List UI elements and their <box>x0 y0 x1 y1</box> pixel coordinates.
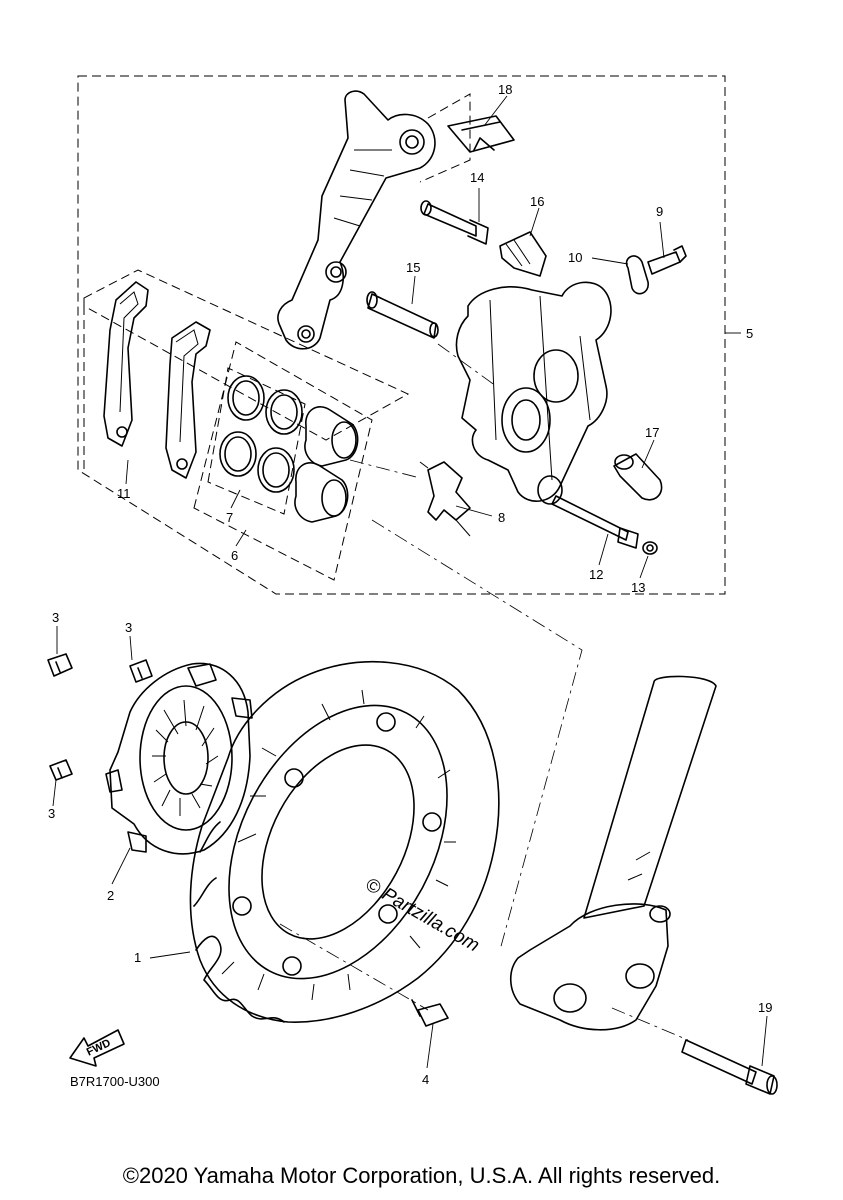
callout-19: 19 <box>758 1000 772 1015</box>
callout-6: 6 <box>231 548 238 563</box>
caliper-bolt <box>551 495 639 549</box>
caliper-assembly-boundary <box>77 75 726 595</box>
callout-18: 18 <box>498 82 512 97</box>
pad-pin <box>420 200 489 245</box>
pad-spring <box>447 115 515 153</box>
disc-bolt <box>411 999 449 1027</box>
pad-set-boundary <box>83 269 410 472</box>
assembly-line-bolt <box>279 923 689 1041</box>
slide-pin <box>613 453 663 501</box>
diagram-code: B7R1700-U300 <box>70 1074 160 1089</box>
callout-12: 12 <box>589 567 603 582</box>
callout-9: 9 <box>656 204 663 219</box>
caliper-bracket <box>277 90 471 350</box>
callout-3-upper: 3 <box>125 620 132 635</box>
pad-support-clip <box>419 461 471 537</box>
clip-b <box>129 659 153 683</box>
callout-14: 14 <box>470 170 484 185</box>
copyright-notice: ©2020 Yamaha Motor Corporation, U.S.A. A… <box>122 1163 721 1188</box>
brake-disc <box>189 661 500 1023</box>
callout-10: 10 <box>568 250 582 265</box>
bleed-cap <box>625 255 649 295</box>
callout-labels: 1 2 3 3 3 4 5 6 7 8 9 10 11 12 13 14 15 … <box>48 82 772 1087</box>
washer <box>642 541 658 555</box>
assembly-line-pads <box>349 343 497 479</box>
callout-4: 4 <box>422 1072 429 1087</box>
piston-kit-boundary <box>193 341 373 581</box>
assembly-line-caliper-to-fork <box>371 519 583 951</box>
callout-5: 5 <box>746 326 753 341</box>
bleed-screw <box>647 245 687 275</box>
callout-16: 16 <box>530 194 544 209</box>
disc-carrier <box>105 662 253 855</box>
leader-lines <box>52 95 768 1069</box>
piston-seals <box>219 375 303 493</box>
callout-15: 15 <box>406 260 420 275</box>
callout-3-lower-left: 3 <box>48 806 55 821</box>
callout-2: 2 <box>107 888 114 903</box>
caliper-body <box>455 281 612 505</box>
front-fork-leg <box>509 675 717 1031</box>
callout-7: 7 <box>226 510 233 525</box>
seal-kit-boundary <box>207 367 306 515</box>
callout-8: 8 <box>498 510 505 525</box>
callout-11: 11 <box>117 486 131 501</box>
fwd-arrow-icon: FWD <box>69 1029 125 1067</box>
callout-13: 13 <box>631 580 645 595</box>
clip-a <box>47 653 73 677</box>
callout-1: 1 <box>134 950 141 965</box>
rubber-boot <box>499 231 547 277</box>
caliper-pistons <box>294 406 359 523</box>
brake-pad-inner <box>165 321 211 479</box>
axle-holder-bolt <box>681 1039 778 1095</box>
clip-c <box>49 759 73 781</box>
brake-pad-outer <box>103 281 149 447</box>
callout-17: 17 <box>645 425 659 440</box>
callout-3-upper-left: 3 <box>52 610 59 625</box>
pad-pin-lower <box>366 291 439 339</box>
